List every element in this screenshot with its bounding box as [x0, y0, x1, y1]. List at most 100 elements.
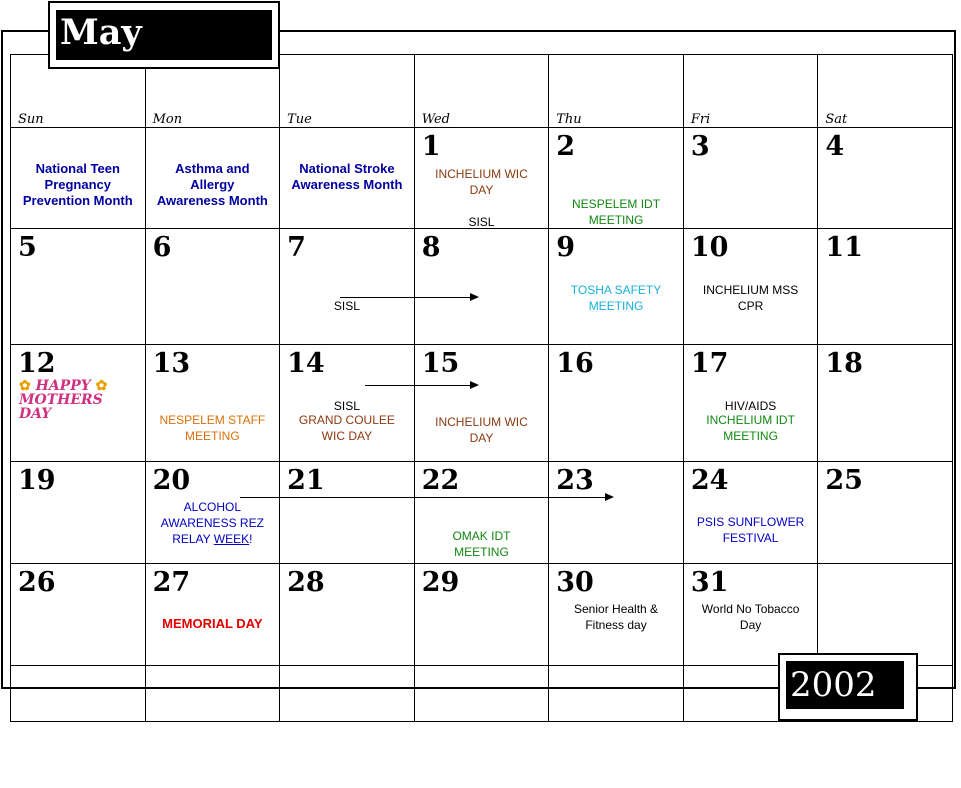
day-cell[interactable]: 3 — [682, 127, 819, 229]
day-cell[interactable]: 16 — [548, 344, 684, 462]
day-cell[interactable]: 8 — [413, 228, 550, 345]
day-cell[interactable]: 5 — [10, 228, 146, 345]
weekday-cell: Thu — [548, 54, 684, 128]
week-row: 12 ✿ HAPPY ✿ MOTHERS DAY 13 NESPELEM STA… — [10, 344, 953, 462]
day-number: 1 — [421, 131, 441, 162]
day-number: 17 — [690, 348, 729, 379]
year-tab: 2002 — [778, 653, 918, 721]
day-number: 30 — [556, 567, 594, 598]
day-number: 15 — [421, 348, 460, 379]
day-cell[interactable]: 27 MEMORIAL DAY — [144, 563, 281, 666]
day-number: 29 — [421, 567, 460, 598]
day-number: 10 — [690, 232, 729, 263]
day-number: 23 — [556, 465, 594, 496]
arrow-icon — [240, 493, 614, 501]
weekday-label: Tue — [287, 112, 312, 127]
day-cell — [10, 665, 146, 722]
arrow-icon — [340, 293, 479, 301]
mothers-day-art: ✿ HAPPY ✿ MOTHERS DAY — [19, 378, 108, 422]
day-number: 22 — [421, 465, 460, 496]
day-cell[interactable]: 21 — [279, 461, 415, 564]
day-number: 26 — [18, 567, 56, 598]
day-cell — [413, 665, 550, 722]
day-number: 28 — [287, 567, 325, 598]
event-sisl: SISL — [468, 215, 495, 229]
day-cell[interactable]: 25 — [817, 461, 953, 564]
flower-icon: ✿ — [95, 378, 108, 394]
event-sisl: SISL — [333, 399, 360, 413]
day-cell — [144, 665, 281, 722]
weekday-label: Wed — [421, 112, 451, 127]
day-number: 21 — [287, 465, 325, 496]
day-cell — [548, 665, 684, 722]
day-cell[interactable]: 28 — [279, 563, 415, 666]
day-number: 2 — [556, 131, 576, 162]
day-cell[interactable]: 19 — [10, 461, 146, 564]
year-label: 2002 — [786, 661, 904, 709]
day-cell[interactable]: 4 — [817, 127, 953, 229]
day-number: 14 — [287, 348, 325, 379]
day-cell[interactable]: 29 — [413, 563, 550, 666]
day-number: 12 — [18, 348, 56, 379]
day-cell[interactable]: 18 — [817, 344, 953, 462]
day-cell[interactable]: 12 ✿ HAPPY ✿ MOTHERS DAY — [10, 344, 146, 462]
day-cell[interactable]: 23 — [548, 461, 684, 564]
day-number: 27 — [152, 567, 191, 598]
day-number: 19 — [18, 465, 56, 496]
day-cell[interactable]: 11 — [817, 228, 953, 345]
weekday-cell: Tue — [279, 54, 415, 128]
day-cell[interactable]: 6 — [144, 228, 281, 345]
event-memorial-day: MEMORIAL DAY — [162, 616, 263, 631]
month-tab: May — [48, 1, 280, 69]
weekday-label: Mon — [152, 112, 183, 127]
day-number: 24 — [690, 465, 729, 496]
week-row: 26 27 MEMORIAL DAY 28 29 30 Senior Healt… — [10, 563, 953, 666]
day-cell[interactable] — [817, 563, 953, 666]
day-cell[interactable]: 30 Senior Health &Fitness day — [548, 563, 684, 666]
day-number: 4 — [825, 131, 845, 162]
day-number: 11 — [825, 232, 863, 263]
day-number: 7 — [287, 232, 306, 263]
event-hiv-aids: HIV/AIDS — [724, 399, 777, 413]
day-number: 16 — [556, 348, 594, 379]
week-link[interactable]: WEEK — [213, 532, 250, 546]
day-cell[interactable]: 7 SISL — [279, 228, 415, 345]
day-number: 8 — [421, 232, 441, 263]
weekday-label: Sun — [18, 112, 44, 127]
weekday-cell: Wed — [413, 54, 550, 128]
weekday-cell: Sat — [817, 54, 953, 128]
day-cell — [279, 665, 415, 722]
weekday-cell: Fri — [682, 54, 819, 128]
event-senior-health: Senior Health &Fitness day — [574, 602, 659, 632]
event-sisl: SISL — [333, 299, 360, 313]
day-cell[interactable]: 26 — [10, 563, 146, 666]
